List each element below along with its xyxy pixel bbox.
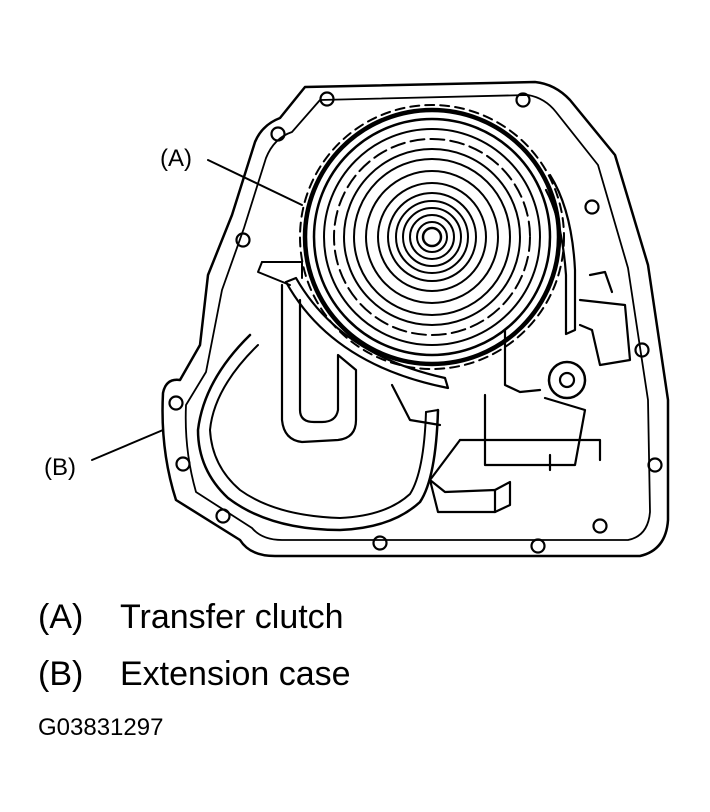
bolt-hole — [592, 518, 608, 534]
bolt-hole — [270, 126, 286, 142]
bolt-hole — [235, 232, 251, 248]
bolt-hole — [530, 538, 546, 554]
bolt-hole — [647, 457, 663, 473]
transfer-clutch — [299, 104, 565, 370]
figure-code: G03831297 — [38, 714, 164, 741]
pivot-boss — [547, 360, 587, 400]
extension-case-cavity-inner — [209, 344, 427, 519]
bolt-hole — [372, 535, 388, 551]
callout-a: (A) — [160, 145, 192, 172]
legend-text: Transfer clutch — [120, 598, 344, 636]
callout-b: (B) — [44, 454, 76, 481]
leader-line-a — [207, 159, 303, 206]
legend-key: (B) — [38, 655, 84, 693]
oil-passage — [280, 283, 358, 444]
legend-key: (A) — [38, 598, 84, 636]
bolt-hole — [319, 91, 335, 107]
bolt-hole — [515, 92, 531, 108]
bolt-hole — [175, 456, 191, 472]
bolt-hole — [215, 508, 231, 524]
extension-case-cavity — [196, 333, 440, 532]
bolt-hole — [168, 395, 184, 411]
legend-item-b: (B) Extension case — [38, 655, 351, 694]
bolt-hole — [634, 342, 650, 358]
bolt-hole — [584, 199, 600, 215]
legend-text: Extension case — [120, 655, 351, 693]
pivot-hole — [558, 371, 576, 389]
leader-line-b — [91, 429, 164, 461]
case-flange-outline — [161, 80, 670, 558]
clutch-guide — [284, 276, 450, 390]
clutch-center-bore — [421, 226, 443, 248]
clutch-outer-ring — [302, 107, 562, 367]
bolt-holes — [168, 91, 663, 554]
legend-item-a: (A) Transfer clutch — [38, 598, 344, 637]
case-inner-line — [184, 94, 651, 541]
